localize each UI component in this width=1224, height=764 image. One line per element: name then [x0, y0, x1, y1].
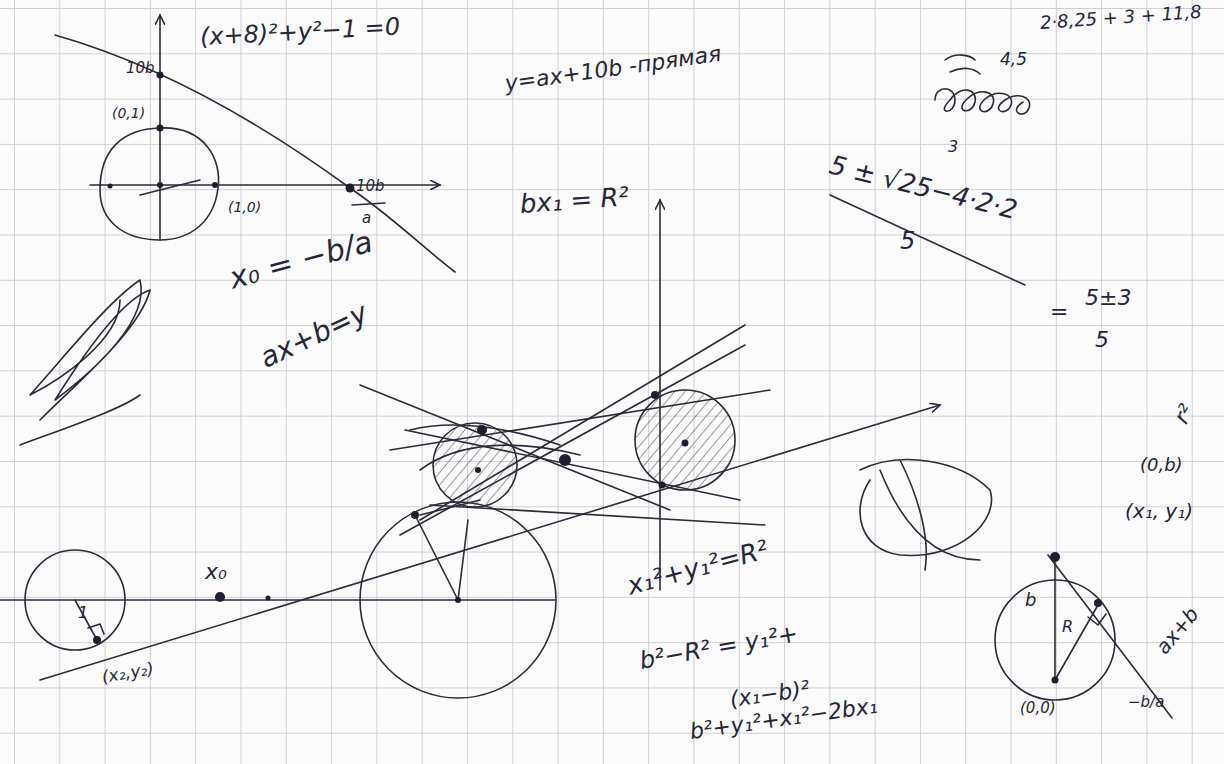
handwritten-note: (x₂,y₂) [100, 659, 155, 687]
handwritten-note: b [1025, 590, 1036, 610]
handwritten-note: 5 [900, 228, 915, 254]
handwritten-note: 4,5 [1000, 50, 1027, 69]
handwritten-note: x₁²+y₁²=R² [624, 535, 771, 600]
handwritten-note: 10b [126, 60, 155, 77]
handwritten-note: 3 [948, 138, 958, 156]
handwritten-note: 1 [78, 604, 88, 622]
handwritten-note: (x+8)²+y²−1 =0 [199, 14, 400, 51]
handwritten-note: (1,0) [228, 200, 261, 215]
handwritten-note: 5 [1095, 328, 1109, 352]
handwritten-note: y=ax+10b -прямая [503, 42, 722, 96]
handwritten-note: b²−R² = y₁²+ [638, 620, 800, 674]
handwritten-note: bx₁ = R² [519, 182, 630, 218]
handwritten-note: 10b [356, 178, 385, 195]
handwritten-note: x₀ [205, 560, 227, 584]
handwritten-note: x₀ = −b/a [226, 225, 376, 295]
handwritten-note: = [1050, 300, 1068, 324]
handwritten-note: ax+b=y [255, 298, 372, 375]
handwritten-note: (0,b) [1140, 455, 1183, 475]
handwritten-note: 5 ± √25−4·2·2 [827, 150, 1021, 224]
handwritten-note: 5±3 [1085, 286, 1131, 310]
handwritten-note: R [1062, 618, 1073, 636]
handwritten-note: −b/a [1128, 694, 1164, 711]
handwritten-note: r² [1170, 401, 1200, 429]
handwritten-note: 2·8,25 + 3 + 11,8 [1039, 2, 1202, 33]
handwritten-note: ax+b [1152, 603, 1203, 658]
handwritten-note: (0,1) [112, 106, 145, 121]
handwritten-note: (0,0) [1020, 700, 1056, 717]
handwritten-note: (x₁, y₁) [1125, 500, 1193, 522]
